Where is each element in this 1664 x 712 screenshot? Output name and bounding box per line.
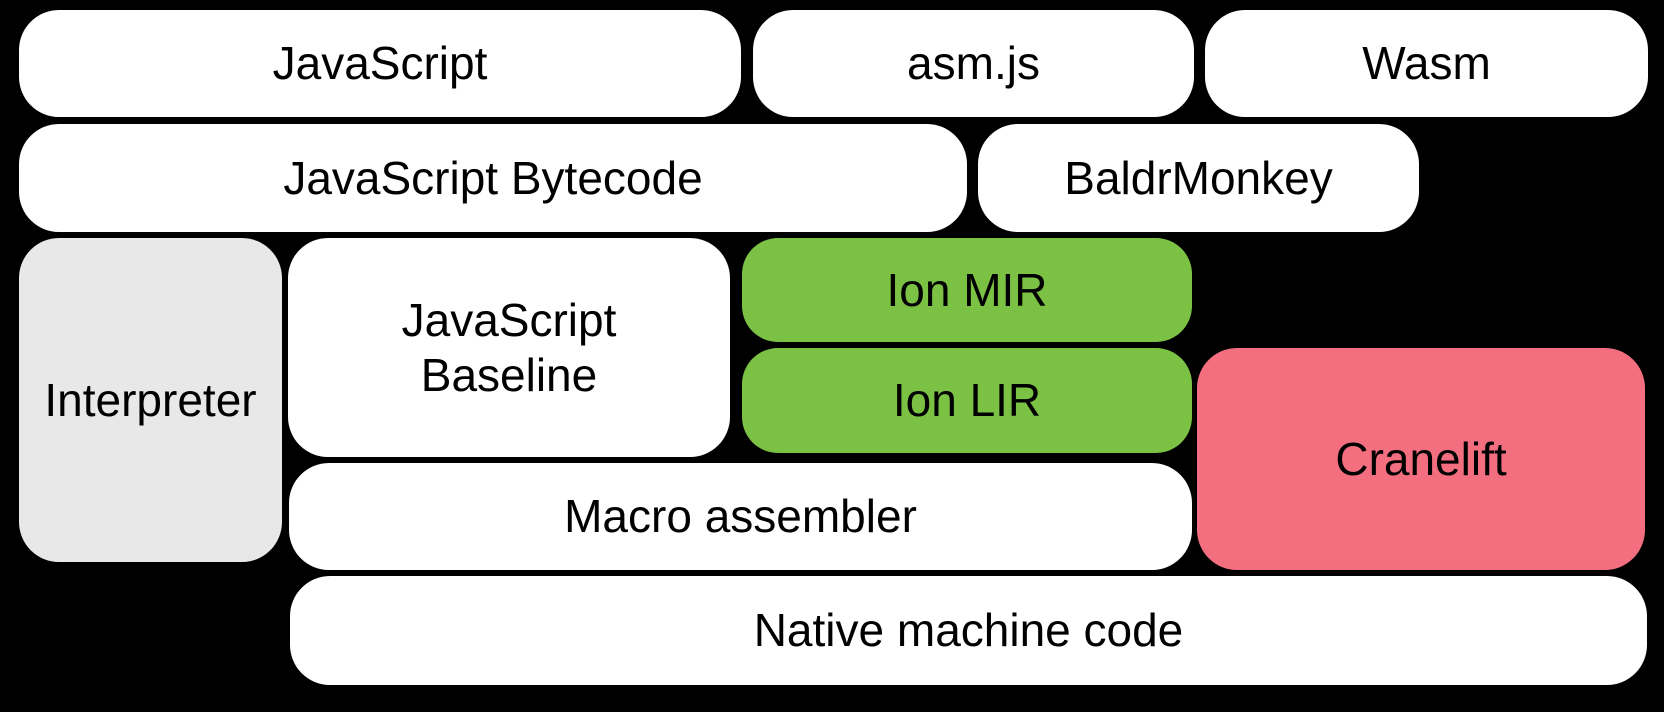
box-javascript-bytecode: JavaScript Bytecode [19,124,967,232]
box-asmjs-label: asm.js [907,37,1040,90]
box-macro-assembler: Macro assembler [289,463,1192,570]
box-javascript-label: JavaScript [272,37,488,90]
box-asmjs: asm.js [753,10,1194,117]
box-cranelift-label: Cranelift [1335,432,1507,485]
box-native-machine-code-label: Native machine code [753,604,1184,657]
box-javascript-bytecode-label: JavaScript Bytecode [283,151,703,204]
box-wasm: Wasm [1205,10,1648,117]
box-native-machine-code: Native machine code [290,576,1647,685]
box-javascript: JavaScript [19,10,741,117]
box-ion-lir-label: Ion LIR [892,374,1042,427]
box-javascript-baseline-label: JavaScript Baseline [401,294,617,401]
box-interpreter: Interpreter [19,238,282,562]
box-baldrmonkey: BaldrMonkey [978,124,1419,232]
box-cranelift: Cranelift [1197,348,1645,570]
box-interpreter-label: Interpreter [44,373,257,426]
box-ion-lir: Ion LIR [742,348,1192,453]
box-javascript-baseline: JavaScript Baseline [288,238,730,457]
box-ion-mir-label: Ion MIR [886,263,1048,316]
box-ion-mir: Ion MIR [742,238,1192,342]
box-baldrmonkey-label: BaldrMonkey [1064,151,1333,204]
box-wasm-label: Wasm [1362,37,1491,90]
box-macro-assembler-label: Macro assembler [564,490,917,543]
